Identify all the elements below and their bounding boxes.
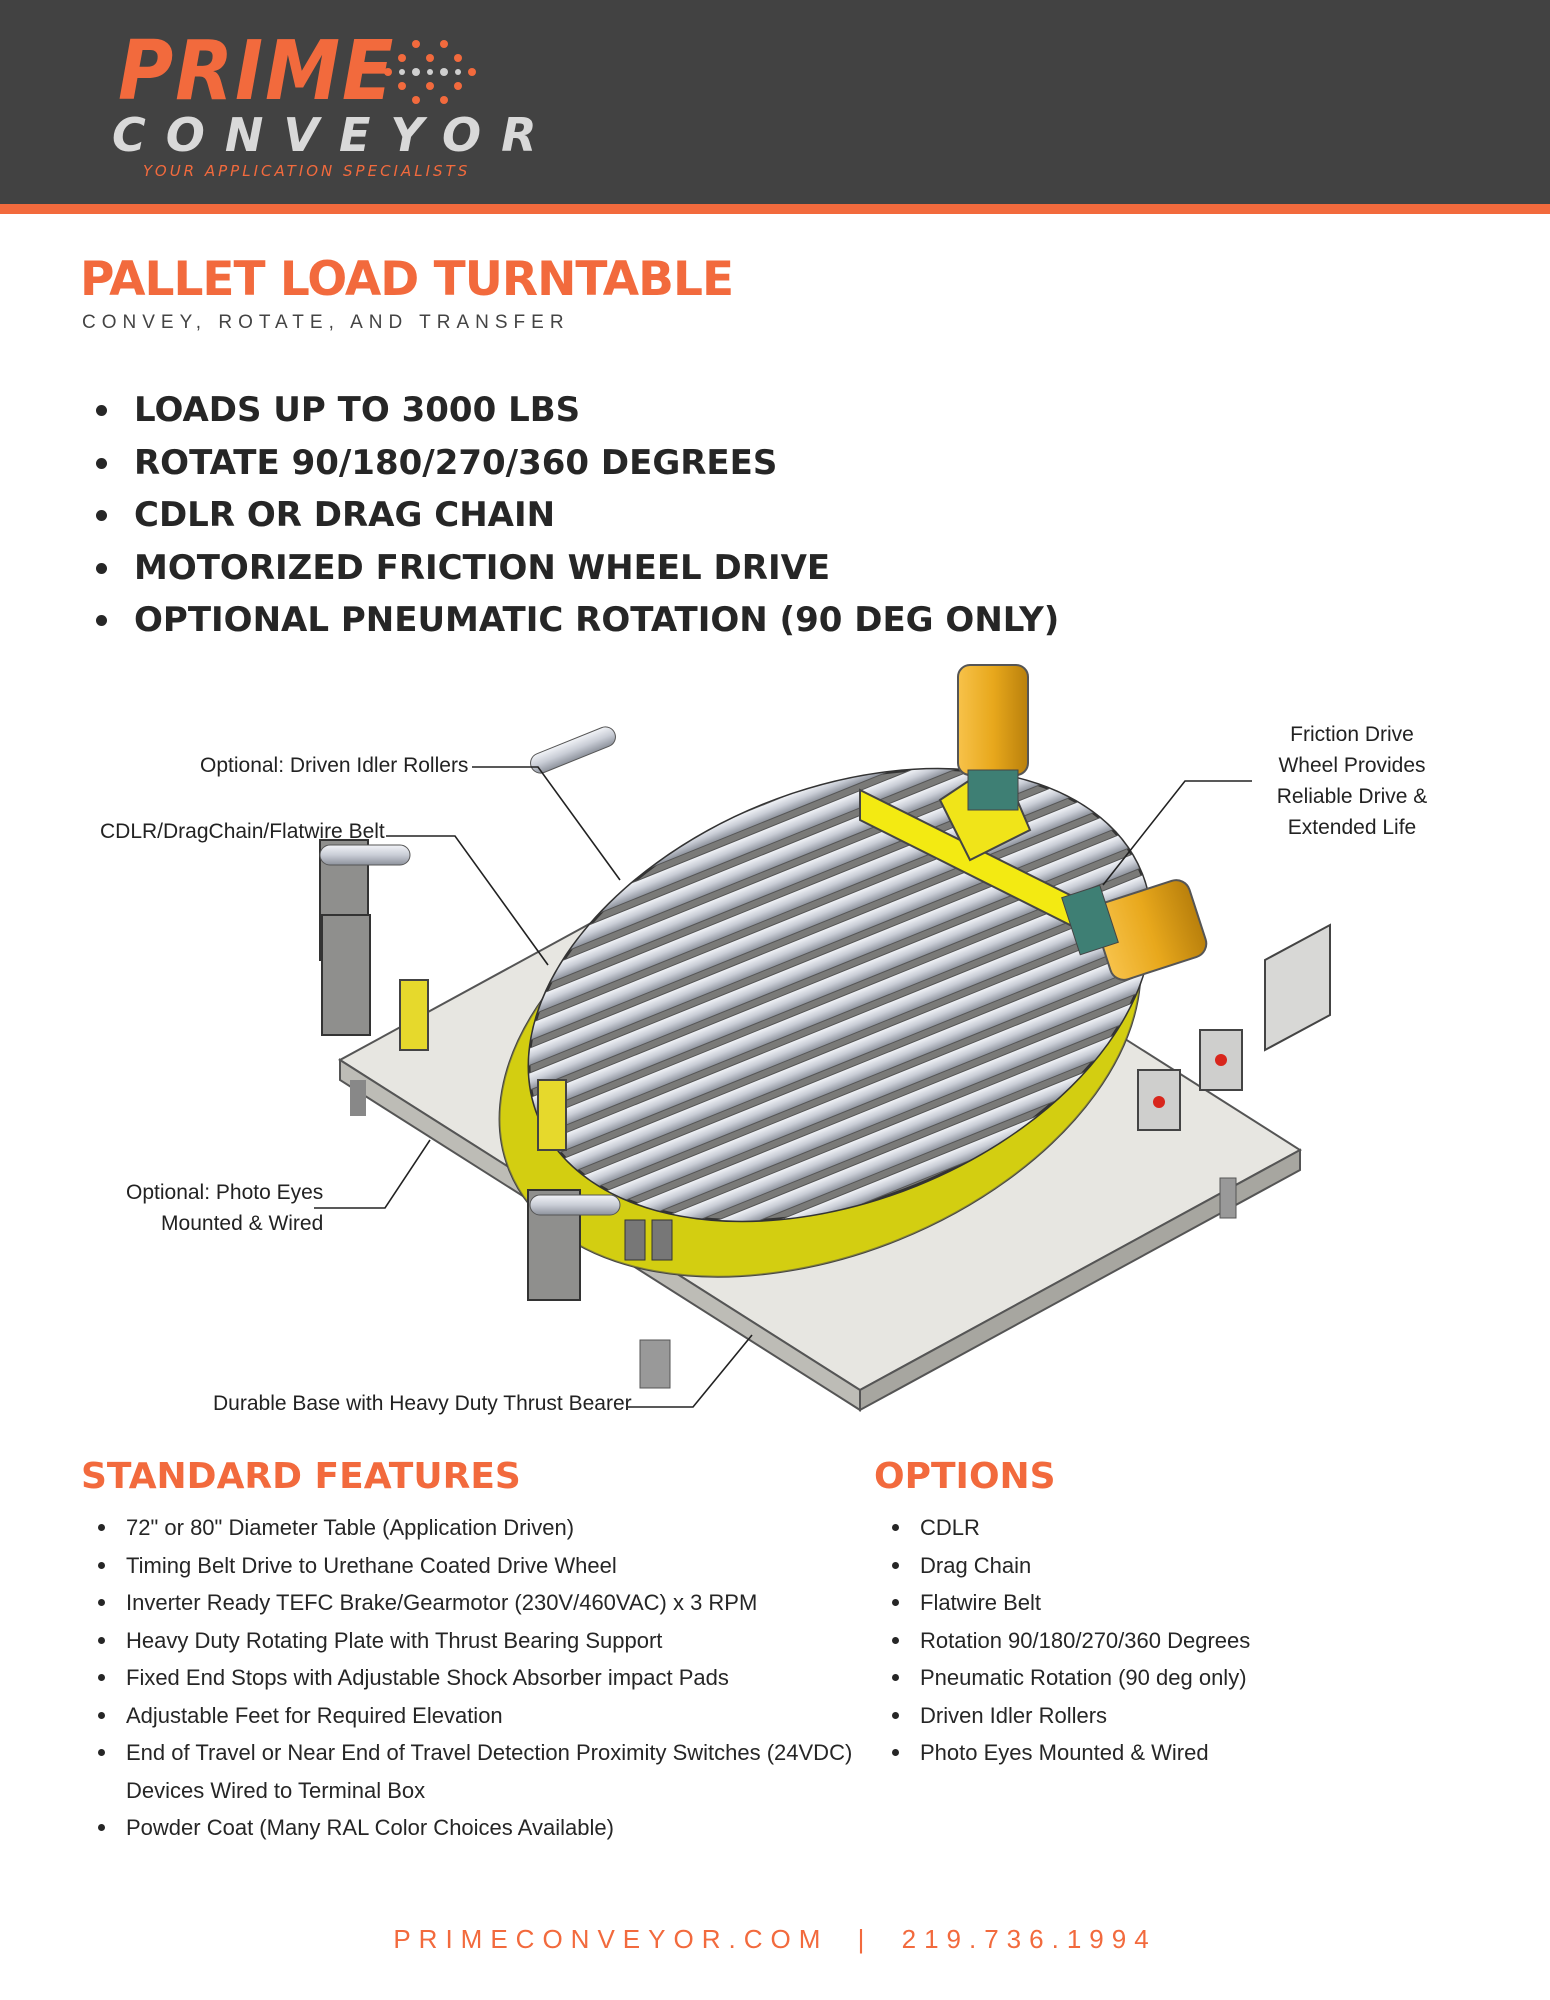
list-item: Rotation 90/180/270/360 Degrees — [886, 1622, 1250, 1660]
list-item: 72" or 80" Diameter Table (Application D… — [92, 1509, 852, 1547]
footer-contact: PRIMECONVEYOR.COM | 219.736.1994 — [0, 1924, 1550, 1955]
callout-friction-line3: Reliable Drive & — [1276, 785, 1428, 808]
highlight-text: LOADS UP TO 3000 LBS — [134, 390, 581, 430]
bullet-icon — [96, 562, 107, 574]
callout-photo-eyes-line1: Optional: Photo Eyes — [126, 1181, 324, 1204]
callout-photo-eyes-line2: Mounted & Wired — [161, 1212, 324, 1235]
bullet-icon — [98, 1524, 105, 1531]
highlight-item: MOTORIZED FRICTION WHEEL DRIVE — [92, 542, 1059, 595]
callout-driven-idler-rollers: Optional: Driven Idler Rollers — [200, 754, 469, 777]
bullet-icon — [892, 1561, 899, 1569]
list-item: Driven Idler Rollers — [886, 1697, 1250, 1735]
bullet-icon — [892, 1711, 899, 1719]
bullet-icon — [96, 615, 107, 626]
highlights-list: LOADS UP TO 3000 LBS ROTATE 90/180/270/3… — [92, 384, 1059, 647]
options-list: CDLR Drag Chain Flatwire Belt Rotation 9… — [886, 1509, 1250, 1772]
bullet-icon — [98, 1599, 105, 1606]
highlight-text: ROTATE 90/180/270/360 DEGREES — [134, 442, 778, 483]
bullet-icon — [98, 1674, 105, 1681]
bullet-icon — [96, 405, 107, 416]
bullet-icon — [98, 1561, 105, 1569]
bullet-icon — [892, 1636, 899, 1644]
list-item: End of Travel or Near End of Travel Dete… — [92, 1734, 852, 1772]
list-item: Fixed End Stops with Adjustable Shock Ab… — [92, 1659, 852, 1697]
options-heading: OPTIONS — [874, 1456, 1056, 1497]
highlight-text: MOTORIZED FRICTION WHEEL DRIVE — [134, 547, 831, 588]
bullet-icon — [892, 1749, 899, 1756]
bullet-icon — [98, 1711, 105, 1719]
standard-features-list: 72" or 80" Diameter Table (Application D… — [92, 1509, 852, 1847]
bullet-icon — [96, 510, 107, 521]
bullet-icon — [892, 1599, 899, 1606]
logo-wordmark-prime: PRIME — [118, 24, 396, 119]
list-item: Flatwire Belt — [886, 1584, 1250, 1622]
list-item: Pneumatic Rotation (90 deg only) — [886, 1659, 1250, 1697]
standard-features-heading: STANDARD FEATURES — [81, 1456, 521, 1497]
bullet-icon — [98, 1749, 105, 1756]
header-accent-stripe — [0, 204, 1550, 214]
highlight-text: OPTIONAL PNEUMATIC ROTATION (90 DEG ONLY… — [134, 600, 1060, 640]
list-item: Timing Belt Drive to Urethane Coated Dri… — [92, 1547, 852, 1585]
callout-friction-drive: Friction Drive Wheel Provides Reliable D… — [1262, 719, 1442, 843]
highlight-item: CDLR OR DRAG CHAIN — [92, 489, 1059, 542]
callout-friction-line2: Wheel Provides — [1278, 754, 1426, 777]
list-item: Powder Coat (Many RAL Color Choices Avai… — [92, 1809, 852, 1847]
footer-website-link[interactable]: PRIMECONVEYOR.COM — [393, 1924, 829, 1954]
logo-dots-icon — [384, 40, 476, 104]
list-item: Adjustable Feet for Required Elevation — [92, 1697, 852, 1735]
callout-friction-line1: Friction Drive — [1290, 723, 1414, 746]
highlight-item: LOADS UP TO 3000 LBS — [92, 384, 1059, 437]
highlight-text: CDLR OR DRAG CHAIN — [134, 495, 556, 535]
list-item: Inverter Ready TEFC Brake/Gearmotor (230… — [92, 1584, 852, 1622]
highlight-item: OPTIONAL PNEUMATIC ROTATION (90 DEG ONLY… — [92, 594, 1059, 647]
list-item-continuation: Devices Wired to Terminal Box — [126, 1777, 426, 1803]
footer-separator: | — [857, 1924, 873, 1954]
header-band — [0, 0, 1550, 204]
callout-belt-type: CDLR/DragChain/Flatwire Belt — [100, 820, 385, 843]
logo-wordmark-conveyor: CONVEYOR — [112, 108, 557, 162]
page-subtitle: CONVEY, ROTATE, AND TRANSFER — [82, 312, 570, 333]
callout-photo-eyes: Optional: Photo Eyes Mounted & Wired — [126, 1177, 323, 1239]
bullet-icon — [96, 457, 107, 469]
bullet-icon — [98, 1824, 105, 1831]
list-item: Photo Eyes Mounted & Wired — [886, 1734, 1250, 1772]
list-item: Heavy Duty Rotating Plate with Thrust Be… — [92, 1622, 852, 1660]
turntable-illustration — [319, 664, 1331, 1412]
bullet-icon — [892, 1524, 899, 1531]
list-item: CDLR — [886, 1509, 1250, 1547]
bullet-icon — [892, 1674, 899, 1681]
footer-phone[interactable]: 219.736.1994 — [901, 1924, 1157, 1954]
logo-tagline: YOUR APPLICATION SPECIALISTS — [143, 162, 471, 180]
highlight-item: ROTATE 90/180/270/360 DEGREES — [92, 437, 1059, 490]
callout-durable-base: Durable Base with Heavy Duty Thrust Bear… — [213, 1392, 632, 1415]
list-item: Drag Chain — [886, 1547, 1250, 1585]
bullet-icon — [98, 1636, 105, 1644]
page-title: PALLET LOAD TURNTABLE — [80, 252, 734, 307]
callout-friction-line4: Extended Life — [1287, 816, 1417, 839]
